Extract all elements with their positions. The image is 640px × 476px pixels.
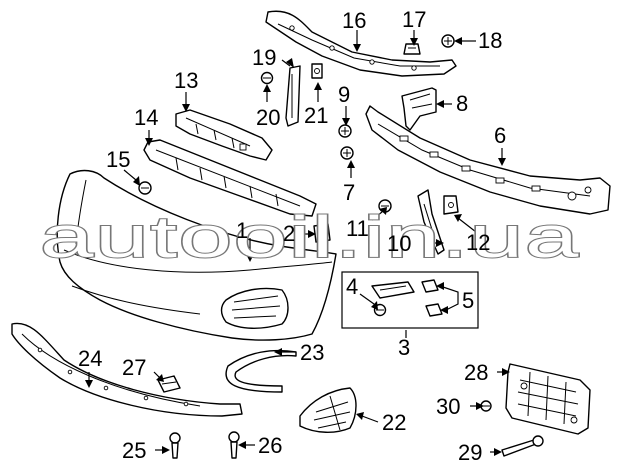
callout-5: 5 <box>462 288 474 313</box>
part-bracket-14 <box>143 139 317 217</box>
callout-2: 2 <box>283 221 295 246</box>
part-pin-25 <box>169 432 181 459</box>
part-bolt-9 <box>338 124 352 138</box>
callout-21: 21 <box>304 103 328 128</box>
part-bolt-26 <box>228 431 240 459</box>
callout-8: 8 <box>456 91 468 116</box>
callout-18: 18 <box>478 28 502 53</box>
part-impact-bar <box>365 105 611 215</box>
part-upper-tie-bar <box>265 10 457 77</box>
part-fog-bezel-22 <box>299 387 357 433</box>
part-bolt-20 <box>260 71 274 85</box>
callout-14: 14 <box>134 105 158 130</box>
part-bracket-8 <box>401 87 437 131</box>
callout-15: 15 <box>106 147 130 172</box>
callout-labels: 16 17 18 19 13 9 8 20 21 14 6 15 7 11 1 … <box>78 7 506 465</box>
watermark-text: autooil.in.ua <box>40 205 580 270</box>
kit-box-3 <box>341 271 479 329</box>
part-nut-21 <box>311 63 323 79</box>
part-bolt-7 <box>340 146 354 160</box>
callout-12: 12 <box>466 230 490 255</box>
callout-24: 24 <box>78 346 102 371</box>
callout-11: 11 <box>346 216 369 241</box>
part-clip-17 <box>403 43 421 55</box>
callout-1: 1 <box>236 218 248 243</box>
part-bracket-2 <box>313 223 331 243</box>
callout-26: 26 <box>258 433 282 458</box>
callout-10: 10 <box>387 231 411 256</box>
part-screw-18 <box>441 34 455 48</box>
part-clip-12 <box>443 195 459 215</box>
callout-3: 3 <box>398 335 410 360</box>
callout-28: 28 <box>464 360 488 385</box>
callout-20: 20 <box>256 105 280 130</box>
callout-25: 25 <box>122 438 146 463</box>
callout-4: 4 <box>346 274 358 299</box>
part-bolt-15 <box>138 181 152 195</box>
part-bumper-cover <box>56 169 337 341</box>
callout-9: 9 <box>338 82 350 107</box>
part-trim-23 <box>225 349 297 393</box>
part-lower-spoiler <box>11 322 243 417</box>
callout-23: 23 <box>300 340 324 365</box>
callout-22: 22 <box>382 410 406 435</box>
callout-7: 7 <box>343 180 355 205</box>
part-bracket-19 <box>285 65 301 127</box>
part-plate-bracket-28 <box>505 363 591 435</box>
callout-16: 16 <box>342 8 366 33</box>
callout-30: 30 <box>436 394 460 419</box>
leader-lines <box>85 30 510 456</box>
callout-17: 17 <box>402 7 426 32</box>
callout-29: 29 <box>458 440 482 465</box>
part-bracket-10 <box>417 189 445 255</box>
part-bolt-29 <box>501 435 544 457</box>
callout-27: 27 <box>122 355 146 380</box>
callout-19: 19 <box>252 45 276 70</box>
callout-6: 6 <box>494 123 506 148</box>
callout-13: 13 <box>174 68 198 93</box>
part-bracket-13 <box>175 109 273 161</box>
